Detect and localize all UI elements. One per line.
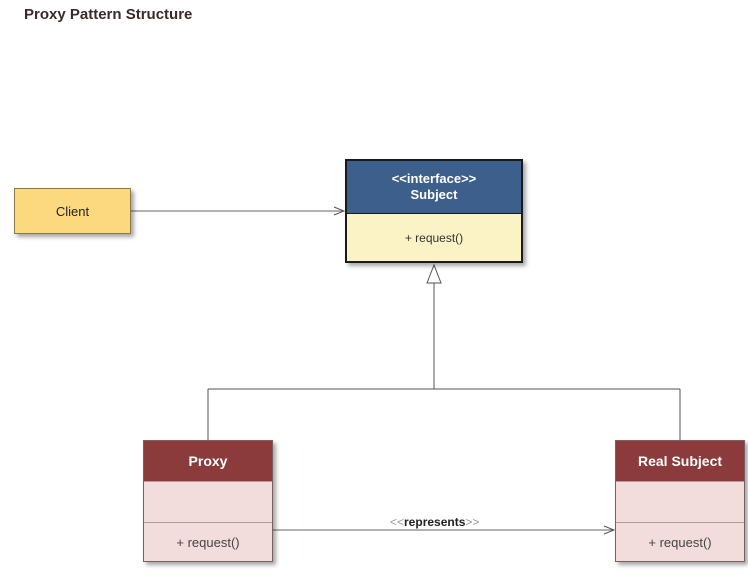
client-class[interactable]: Client (14, 188, 131, 234)
stereotype-close: >> (465, 515, 480, 529)
stereotype-open: << (390, 515, 405, 529)
represents-text: represents (404, 515, 466, 529)
generalization-triangle (426, 263, 442, 284)
represents-label: <<represents>> (390, 515, 479, 529)
subject-header: <<interface>> Subject (347, 161, 521, 214)
proxy-operations: + request() (144, 522, 272, 561)
proxy-name: Proxy (188, 453, 228, 469)
subject-interface[interactable]: <<interface>> Subject + request() (345, 159, 523, 263)
proxy-attributes (144, 481, 272, 522)
subject-operations: + request() (347, 214, 521, 261)
subject-stereotype: <<interface>> (391, 171, 477, 186)
subject-operation: + request() (404, 230, 464, 245)
real-subject-name: Real Subject (637, 453, 723, 469)
real-subject-header: Real Subject (616, 441, 744, 481)
proxy-header: Proxy (144, 441, 272, 481)
real-subject-class[interactable]: Real Subject + request() (615, 440, 745, 562)
diagram-title: Proxy Pattern Structure (24, 6, 193, 23)
subject-name: Subject (410, 187, 458, 202)
proxy-operation: + request() (176, 534, 240, 550)
real-subject-attributes (616, 481, 744, 522)
proxy-class[interactable]: Proxy + request() (143, 440, 273, 562)
real-subject-operation: + request() (648, 534, 712, 550)
client-label: Client (55, 203, 90, 219)
real-subject-operations: + request() (616, 522, 744, 561)
